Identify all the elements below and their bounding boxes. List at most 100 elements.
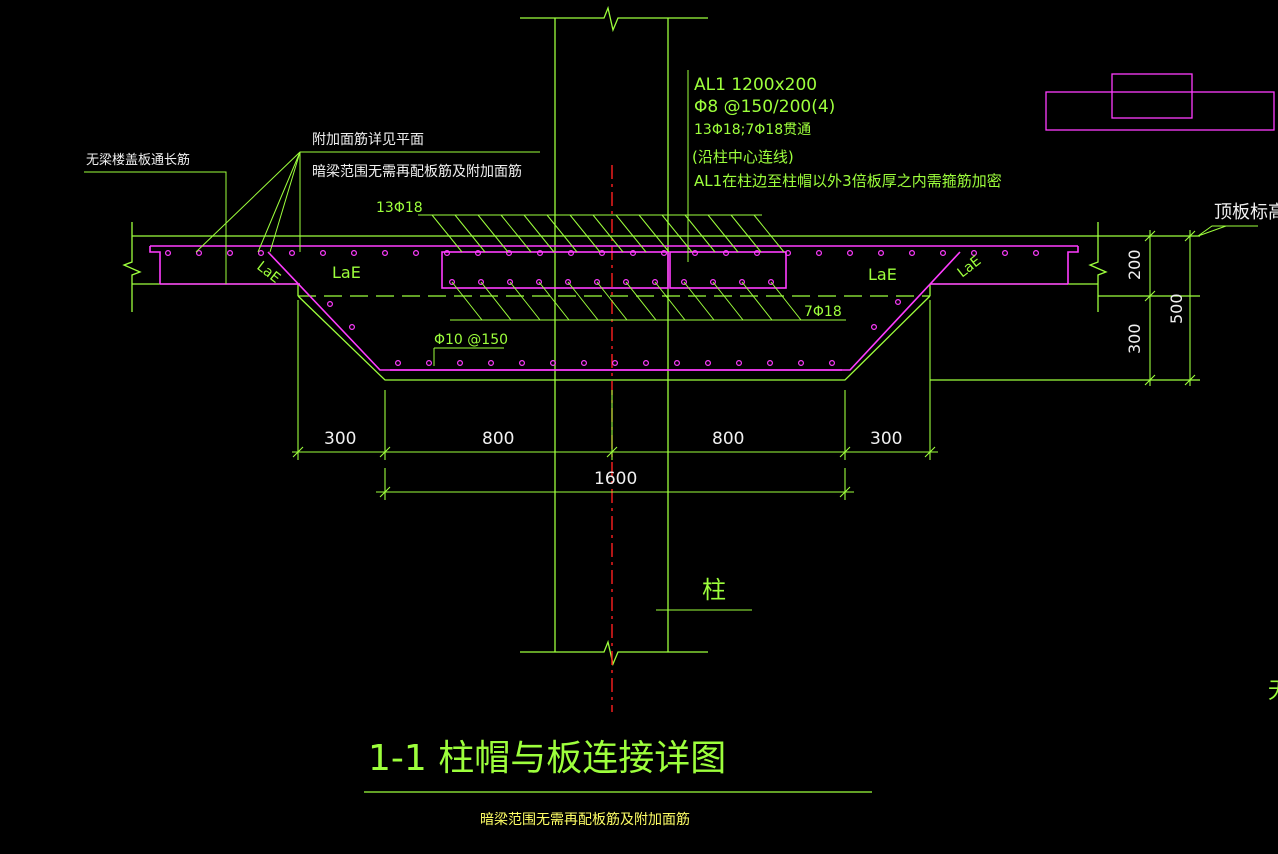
beam-note-line5: AL1在柱边至柱帽以外3倍板厚之内需箍筋加密 [694, 172, 1002, 190]
hatch-line [753, 214, 785, 253]
hatch-line [683, 281, 715, 321]
dim-tick [839, 486, 851, 498]
rebar-dot [642, 360, 649, 367]
rebar-dot [622, 279, 629, 286]
hatch-line [431, 214, 463, 253]
rebar-dot [939, 250, 946, 257]
rebar-dot [507, 279, 514, 286]
dim-500: 500 [1167, 293, 1186, 324]
rebar-dot [449, 279, 456, 286]
column-bottom-break [520, 639, 708, 667]
hatch-line [596, 281, 628, 321]
hatch-line [615, 214, 647, 253]
hatch-line [454, 214, 486, 253]
top-bars-label: 13Φ18 [376, 200, 423, 216]
slab-right-break [1088, 222, 1108, 312]
column [520, 5, 708, 667]
rebar-dot [894, 299, 901, 306]
rebar-dot [165, 250, 172, 257]
hatch-line [684, 214, 716, 253]
rebar [149, 245, 1079, 371]
hatch-line [661, 214, 693, 253]
rebar-dot [877, 250, 884, 257]
dim-1600: 1600 [594, 469, 637, 489]
dim-tick [1184, 374, 1196, 386]
rebar-dots [165, 250, 1039, 367]
rebar-dot [518, 360, 525, 367]
rebar-dot [327, 301, 334, 308]
cap-bar [267, 251, 961, 371]
anchor-right-label: LaE [868, 265, 897, 284]
rebar-dot [426, 360, 433, 367]
dim-tick [292, 446, 304, 458]
hatch-line [567, 281, 599, 321]
beam-note-line4: (沿柱中心连线) [692, 148, 794, 166]
rebar-dot [535, 279, 542, 286]
hatch-line [770, 281, 802, 321]
rebar-dot [846, 250, 853, 257]
rebar-dot [549, 360, 556, 367]
hatch-line [523, 214, 555, 253]
hatch-line [546, 214, 578, 253]
dim-200: 200 [1125, 249, 1144, 280]
dim-tick [1144, 290, 1156, 302]
drawing-subtitle: 暗梁范围无需再配板筋及附加面筋 [480, 811, 690, 828]
cap-bars-label: Φ10 @150 [434, 332, 508, 348]
dim-tick [839, 446, 851, 458]
dim-tick [379, 486, 391, 498]
drawing-title: 1-1 柱帽与板连接详图 [368, 738, 726, 779]
column-top-break [520, 5, 708, 33]
rebar-dot [766, 360, 773, 367]
rebar-dot [797, 360, 804, 367]
rebar-dot [1001, 250, 1008, 257]
rebar-dot [395, 360, 402, 367]
rebar-dot [598, 250, 605, 257]
rebar-dot [289, 250, 296, 257]
rebar-dot [767, 279, 774, 286]
rebar-dot [815, 250, 822, 257]
rebar-dot [828, 360, 835, 367]
hatch-line [625, 281, 657, 321]
hatch-line [741, 281, 773, 321]
anchor-right-slant-label: LaE [955, 253, 985, 281]
top-level-label: 顶板标高 [1214, 202, 1278, 223]
hatch-line [592, 214, 624, 253]
dim-tick [1144, 230, 1156, 242]
rebar-dot [227, 250, 234, 257]
hatch-line [451, 281, 483, 321]
rebar-dot [753, 250, 760, 257]
hatch-line [730, 214, 762, 253]
slab-left-hook [149, 246, 161, 284]
rebar-dot [258, 250, 265, 257]
hatch-line [509, 281, 541, 321]
hatch-line [477, 214, 509, 253]
beam-note-line3: 13Φ18;7Φ18贯通 [694, 122, 811, 138]
rebar-dot [611, 360, 618, 367]
rebar-dot [1032, 250, 1039, 257]
rebar-dot [351, 250, 358, 257]
rebar-dot [413, 250, 420, 257]
dim-800-right: 800 [712, 429, 744, 449]
rebar-dot [651, 279, 658, 286]
hatch-line [638, 214, 670, 253]
dim-300-left: 300 [324, 429, 356, 449]
dim-tick [1184, 230, 1196, 242]
hatch-line [654, 281, 686, 321]
rebar-dot [475, 250, 482, 257]
hatch-line [480, 281, 512, 321]
rebar-dot [444, 250, 451, 257]
rebar-dot [673, 360, 680, 367]
rebar-dot [536, 250, 543, 257]
rebar-dot [593, 279, 600, 286]
rebar-dot [196, 250, 203, 257]
dim-tick [924, 446, 936, 458]
rebar-dot [478, 279, 485, 286]
column-label: 柱 [702, 576, 726, 604]
rebar-dot [506, 250, 513, 257]
slab-through-bar-label: 无梁楼盖板通长筋 [86, 152, 190, 168]
hatch-line [569, 214, 601, 253]
rebar-dot [567, 250, 574, 257]
rebar-dot [320, 250, 327, 257]
top-bar-hatch [418, 214, 846, 321]
